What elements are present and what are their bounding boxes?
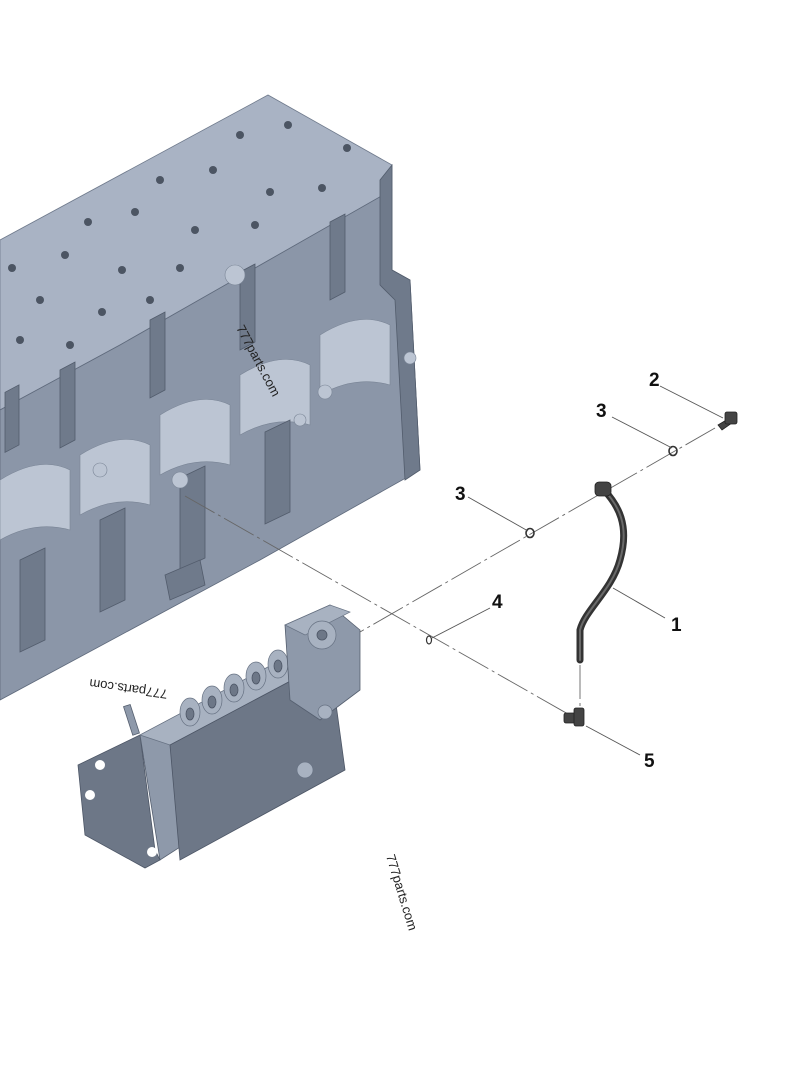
sealing-washer-lower — [525, 527, 535, 539]
sealing-washer-upper — [668, 445, 678, 457]
elbow-fitting-part — [563, 707, 585, 727]
fuel-hose-part — [576, 481, 628, 664]
banjo-bolt-part — [717, 411, 738, 431]
o-ring-part — [425, 635, 433, 645]
centerlines — [184, 427, 716, 719]
callout-2: 2 — [649, 370, 660, 391]
callout-4: 4 — [492, 592, 503, 613]
callout-1: 1 — [671, 615, 682, 636]
engine-block — [0, 94, 421, 701]
watermark-bottom: 777parts.com — [383, 852, 420, 932]
fuel-injection-pump — [77, 604, 361, 869]
callout-5: 5 — [644, 751, 655, 772]
watermark-pump: 777parts.com — [88, 676, 168, 702]
callout-leaders — [431, 385, 724, 756]
callout-3-lower: 3 — [455, 484, 466, 505]
callout-3-upper: 3 — [596, 401, 607, 422]
